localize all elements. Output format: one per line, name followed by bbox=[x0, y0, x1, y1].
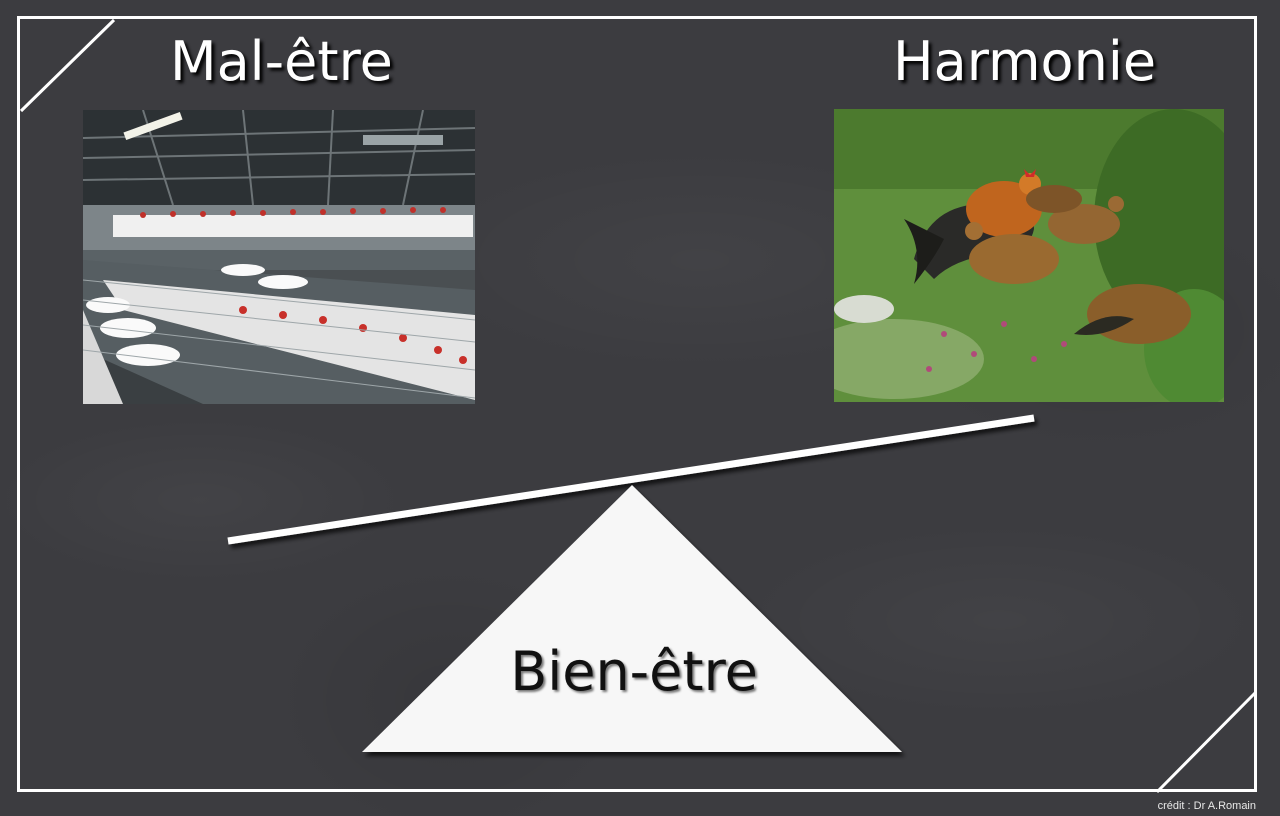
balance-beam bbox=[227, 414, 1035, 545]
corner-line-bottom-right bbox=[1155, 690, 1258, 794]
title-mal-etre: Mal-être bbox=[170, 30, 393, 93]
title-harmonie: Harmonie bbox=[893, 30, 1157, 93]
fulcrum-label-bien-etre: Bien-être bbox=[510, 640, 758, 703]
battery-cage-hens-photo bbox=[83, 110, 475, 404]
corner-line-top-left bbox=[19, 18, 116, 113]
slide-frame bbox=[17, 16, 1257, 792]
free-range-chickens-photo bbox=[834, 109, 1224, 402]
credit-text: crédit : Dr A.Romain bbox=[1157, 800, 1256, 812]
balance-fulcrum-triangle bbox=[362, 485, 902, 752]
